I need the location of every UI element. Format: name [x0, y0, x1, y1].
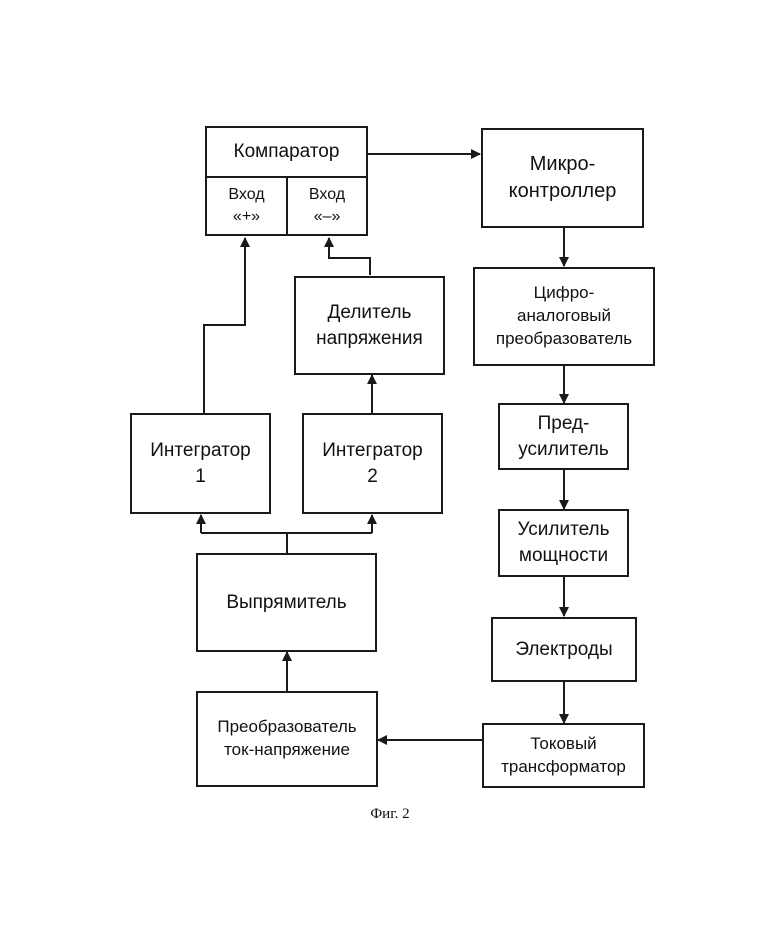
- line-rectifier-split: [201, 533, 372, 553]
- comparator-input-plus: Вход «+»: [205, 176, 288, 236]
- comparator-block: Компаратор: [205, 126, 368, 178]
- current-voltage-converter-block: Преобразователь ток-напряжение: [196, 691, 378, 787]
- arrow-integrator1-to-plus: [204, 238, 245, 413]
- preamplifier-block: Пред- усилитель: [498, 403, 629, 470]
- power-amplifier-block: Усилитель мощности: [498, 509, 629, 577]
- comparator-input-minus: Вход «–»: [286, 176, 368, 236]
- figure-caption: Фиг. 2: [0, 806, 780, 823]
- arrow-divider-to-minus: [329, 238, 370, 275]
- current-transformer-block: Токовый трансформатор: [482, 723, 645, 788]
- integrator-2-block: Интегратор 2: [302, 413, 443, 514]
- electrodes-block: Электроды: [491, 617, 637, 682]
- microcontroller-block: Микро- контроллер: [481, 128, 644, 228]
- dac-block: Цифро- аналоговый преобразователь: [473, 267, 655, 366]
- integrator-1-block: Интегратор 1: [130, 413, 271, 514]
- voltage-divider-block: Делитель напряжения: [294, 276, 445, 375]
- rectifier-block: Выпрямитель: [196, 553, 377, 652]
